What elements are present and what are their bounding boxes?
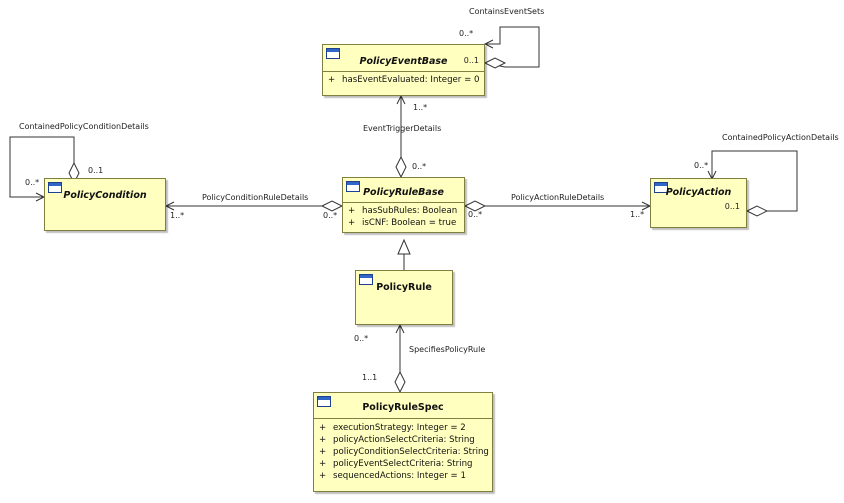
class-multiplicity: 0..1 xyxy=(463,56,479,65)
contains-event-sets-label: ContainsEventSets xyxy=(469,7,545,16)
class-icon xyxy=(326,48,340,59)
event-trigger-details-diamond xyxy=(395,155,407,179)
class-icon xyxy=(359,274,373,285)
compartment-divider xyxy=(343,202,464,203)
contains-event-sets-multiplicity: 0..* xyxy=(459,29,474,38)
class-icon xyxy=(346,181,360,192)
attribute-list: +hasEventEvaluated: Integer = 0 xyxy=(328,74,480,86)
class-icon xyxy=(317,396,331,407)
contained-policy-condition-details-mult-right: 0..1 xyxy=(88,166,104,175)
class-name: PolicyCondition xyxy=(63,190,147,201)
specifies-policy-rule-label: SpecifiesPolicyRule xyxy=(409,345,486,354)
contains-event-sets-arrow xyxy=(483,39,494,49)
policy-condition-rule-details-diamond xyxy=(320,200,344,212)
class-icon xyxy=(48,182,62,193)
class-name: PolicyRule xyxy=(376,282,432,293)
contained-policy-action-details-line xyxy=(711,150,798,212)
policy-condition-rule-details-arrow xyxy=(164,201,175,211)
contained-policy-action-details-label: ContainedPolicyActionDetails xyxy=(722,133,839,142)
attribute-list: +hasSubRules: Boolean +isCNF: Boolean = … xyxy=(348,205,460,229)
contained-policy-action-details-diamond xyxy=(745,205,769,217)
class-policy-condition[interactable]: PolicyCondition xyxy=(44,178,166,231)
class-policy-event-base[interactable]: PolicyEventBase 0..1 +hasEventEvaluated:… xyxy=(322,44,485,96)
contains-event-sets-line xyxy=(484,26,540,68)
policy-condition-rule-details-label: PolicyConditionRuleDetails xyxy=(202,193,309,202)
class-multiplicity: 0..1 xyxy=(724,202,740,211)
event-trigger-details-arrow xyxy=(396,94,406,105)
attribute: +isCNF: Boolean = true xyxy=(348,218,457,228)
class-name: PolicyEventBase xyxy=(359,56,448,67)
contained-policy-condition-details-line xyxy=(9,136,75,198)
attribute: +policyConditionSelectCriteria: String xyxy=(319,447,489,457)
class-policy-rule[interactable]: PolicyRule xyxy=(355,270,453,325)
attribute: +hasEventEvaluated: Integer = 0 xyxy=(328,75,480,85)
specifies-policy-rule-mult-bottom: 1..1 xyxy=(362,373,378,382)
attribute: +hasSubRules: Boolean xyxy=(348,206,458,216)
policy-action-rule-details-label: PolicyActionRuleDetails xyxy=(511,193,605,202)
contained-policy-action-details-mult-top: 0..* xyxy=(694,161,709,170)
event-trigger-details-mult-bottom: 0..* xyxy=(412,162,427,171)
class-policy-rule-spec[interactable]: PolicyRuleSpec +executionStrategy: Integ… xyxy=(313,392,493,492)
policy-condition-rule-details-mult-left: 1..* xyxy=(170,211,185,220)
compartment-divider xyxy=(314,418,492,419)
generalization-triangle xyxy=(397,238,411,255)
class-name: PolicyAction xyxy=(665,187,732,198)
specifies-policy-rule-arrow xyxy=(395,323,405,334)
class-icon xyxy=(654,182,668,193)
compartment-divider xyxy=(323,71,484,72)
policy-action-rule-details-mult-right: 1..* xyxy=(630,210,645,219)
policy-action-rule-details-mult-left: 0..* xyxy=(468,210,483,219)
contains-event-sets-diamond xyxy=(483,57,507,69)
attribute: +sequencedActions: Integer = 1 xyxy=(319,471,466,481)
attribute: +executionStrategy: Integer = 2 xyxy=(319,423,466,433)
event-trigger-details-label: EventTriggerDetails xyxy=(363,124,442,133)
attribute: +policyEventSelectCriteria: String xyxy=(319,459,473,469)
contained-policy-condition-details-label: ContainedPolicyConditionDetails xyxy=(19,122,149,131)
contained-policy-condition-details-mult-left: 0..* xyxy=(25,178,40,187)
class-name: PolicyRuleBase xyxy=(363,187,444,198)
specifies-policy-rule-mult-top: 0..* xyxy=(354,334,369,343)
attribute-list: +executionStrategy: Integer = 2 +policyA… xyxy=(319,422,489,482)
specifies-policy-rule-diamond xyxy=(394,370,406,394)
attribute: +policyActionSelectCriteria: String xyxy=(319,435,475,445)
class-name: PolicyRuleSpec xyxy=(362,402,444,413)
event-trigger-details-mult-top: 1..* xyxy=(413,103,428,112)
class-policy-rule-base[interactable]: PolicyRuleBase +hasSubRules: Boolean +is… xyxy=(342,177,465,233)
policy-condition-rule-details-mult-right: 0..* xyxy=(323,211,338,220)
class-policy-action[interactable]: PolicyAction 0..1 xyxy=(650,178,747,228)
policy-action-rule-details-diamond xyxy=(463,200,487,212)
